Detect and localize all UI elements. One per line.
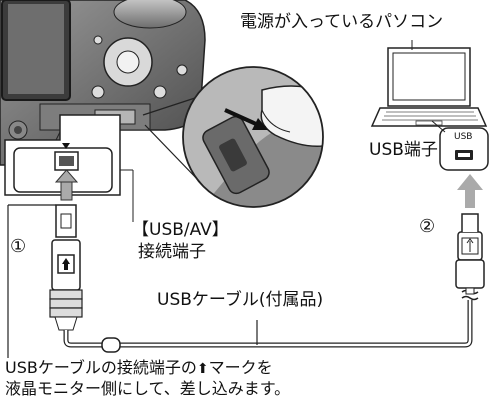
instruction-text-a: USBケーブルの接続端子の (5, 358, 197, 377)
step-2-marker: ② (419, 216, 436, 237)
arrow-up-icon (62, 258, 70, 270)
cable-label: USBケーブル(付属品) (157, 290, 324, 310)
instruction-line-2: 液晶モニター側にして、差し込みます。 (5, 379, 291, 398)
instruction-line-1: USBケーブルの接続端子の⬆マークを (5, 358, 273, 377)
usb-tiny-label: USB (454, 132, 473, 142)
usb-port-label: USB端子 (369, 140, 438, 160)
arrow-up-icon: ⬆ (196, 361, 209, 377)
usb-port-detail (431, 120, 489, 171)
ferrite-core (101, 337, 121, 353)
step-1-marker: ① (10, 236, 27, 257)
magnified-port-view (182, 66, 324, 208)
port-detail (4, 114, 134, 222)
usb-a-plug (455, 213, 485, 295)
pc-title: 電源が入っているパソコン (240, 12, 444, 32)
usb-av-port-label: 【USB/AV】 (132, 220, 229, 240)
connection-terminal-label: 接続端子 (138, 242, 206, 262)
micro-usb-plug (49, 204, 83, 331)
usb-symbol-icon (461, 237, 479, 255)
laptop-icon (370, 40, 488, 127)
instruction-text-b: マークを (208, 358, 273, 377)
